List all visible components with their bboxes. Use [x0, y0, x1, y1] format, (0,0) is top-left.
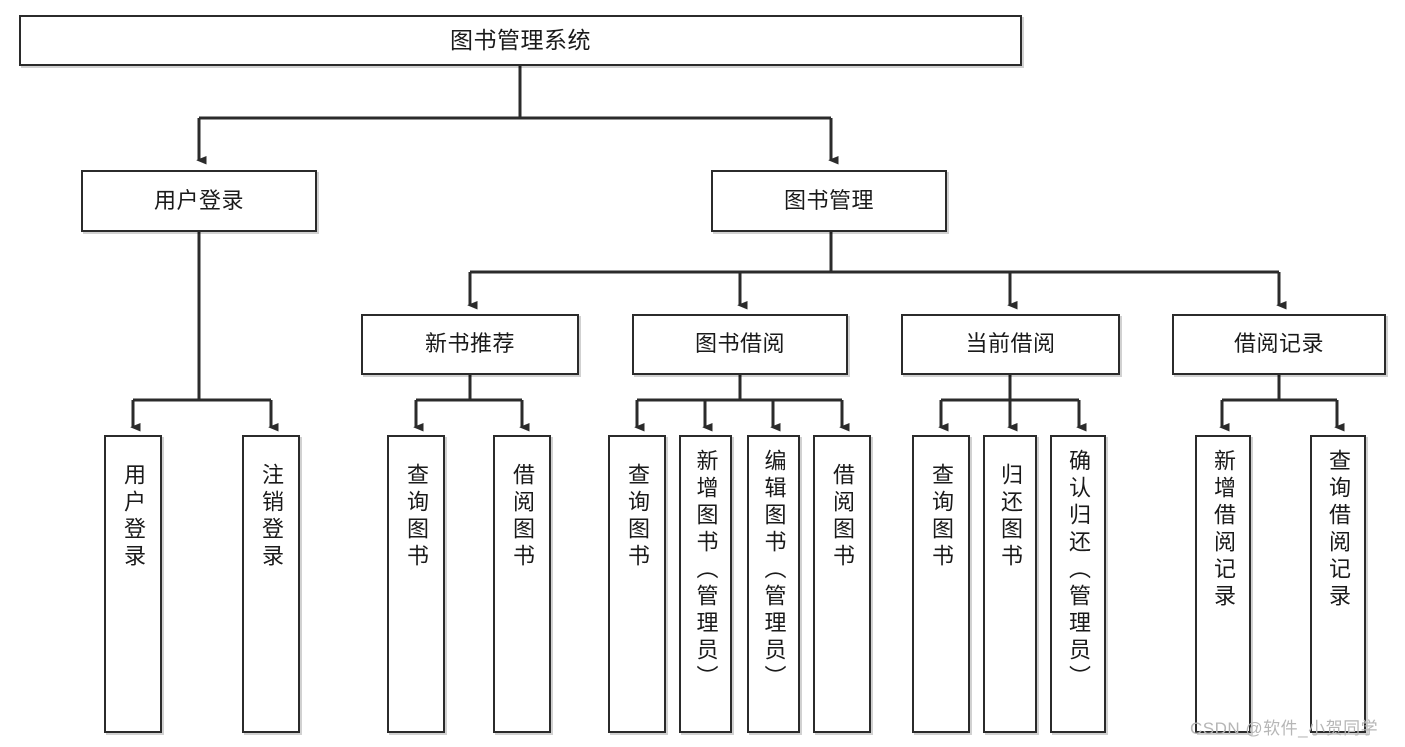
node-leaf-borrow-book-recommend[interactable]: 借阅图书 — [493, 435, 551, 733]
node-leaf-edit-book-admin[interactable]: 编辑图书（管理员） — [747, 435, 800, 733]
node-leaf-borrow-book[interactable]: 借阅图书 — [813, 435, 871, 733]
node-label: 注销登录 — [259, 463, 284, 571]
node-book-borrow[interactable]: 图书借阅 — [632, 314, 848, 375]
node-current-borrow[interactable]: 当前借阅 — [901, 314, 1120, 375]
node-label: 借阅图书 — [830, 463, 855, 571]
node-label: 归还图书 — [998, 463, 1023, 571]
node-leaf-return-book[interactable]: 归还图书 — [983, 435, 1037, 733]
node-label: 借阅图书 — [510, 463, 535, 571]
node-label: 查询借阅记录 — [1326, 449, 1351, 611]
node-leaf-query-book-current[interactable]: 查询图书 — [912, 435, 970, 733]
node-label: 新增图书（管理员） — [693, 449, 719, 692]
node-borrow-record[interactable]: 借阅记录 — [1172, 314, 1386, 375]
node-label: 用户登录 — [153, 187, 244, 213]
node-label: 当前借阅 — [965, 331, 1056, 357]
node-label: 确认归还（管理员） — [1066, 449, 1091, 692]
node-leaf-query-borrow-record[interactable]: 查询借阅记录 — [1310, 435, 1366, 733]
node-new-book-recommend[interactable]: 新书推荐 — [361, 314, 579, 375]
node-label: 新书推荐 — [424, 331, 515, 357]
node-label: 图书借阅 — [694, 331, 785, 357]
node-label: 新增借阅记录 — [1211, 449, 1236, 611]
node-root-book-management-system[interactable]: 图书管理系统 — [19, 15, 1022, 66]
node-label: 查询图书 — [625, 463, 650, 571]
csdn-watermark: CSDN @软件_小贺同学 — [1190, 719, 1379, 738]
node-leaf-query-book-borrow[interactable]: 查询图书 — [608, 435, 666, 733]
node-label: 图书管理系统 — [450, 26, 591, 53]
node-label: 借阅记录 — [1233, 331, 1324, 357]
node-label: 图书管理 — [783, 187, 874, 213]
node-leaf-user-login[interactable]: 用户登录 — [104, 435, 162, 733]
node-label: 用户登录 — [121, 463, 146, 571]
node-leaf-query-book-recommend[interactable]: 查询图书 — [387, 435, 445, 733]
node-label: 编辑图书（管理员） — [761, 449, 787, 692]
node-book-management[interactable]: 图书管理 — [711, 170, 947, 232]
node-label: 查询图书 — [404, 463, 429, 571]
node-leaf-confirm-return-admin[interactable]: 确认归还（管理员） — [1050, 435, 1106, 733]
node-leaf-add-book-admin[interactable]: 新增图书（管理员） — [679, 435, 732, 733]
node-leaf-logout[interactable]: 注销登录 — [242, 435, 300, 733]
node-leaf-add-borrow-record[interactable]: 新增借阅记录 — [1195, 435, 1251, 733]
node-user-login[interactable]: 用户登录 — [81, 170, 317, 232]
node-label: 查询图书 — [929, 463, 954, 571]
